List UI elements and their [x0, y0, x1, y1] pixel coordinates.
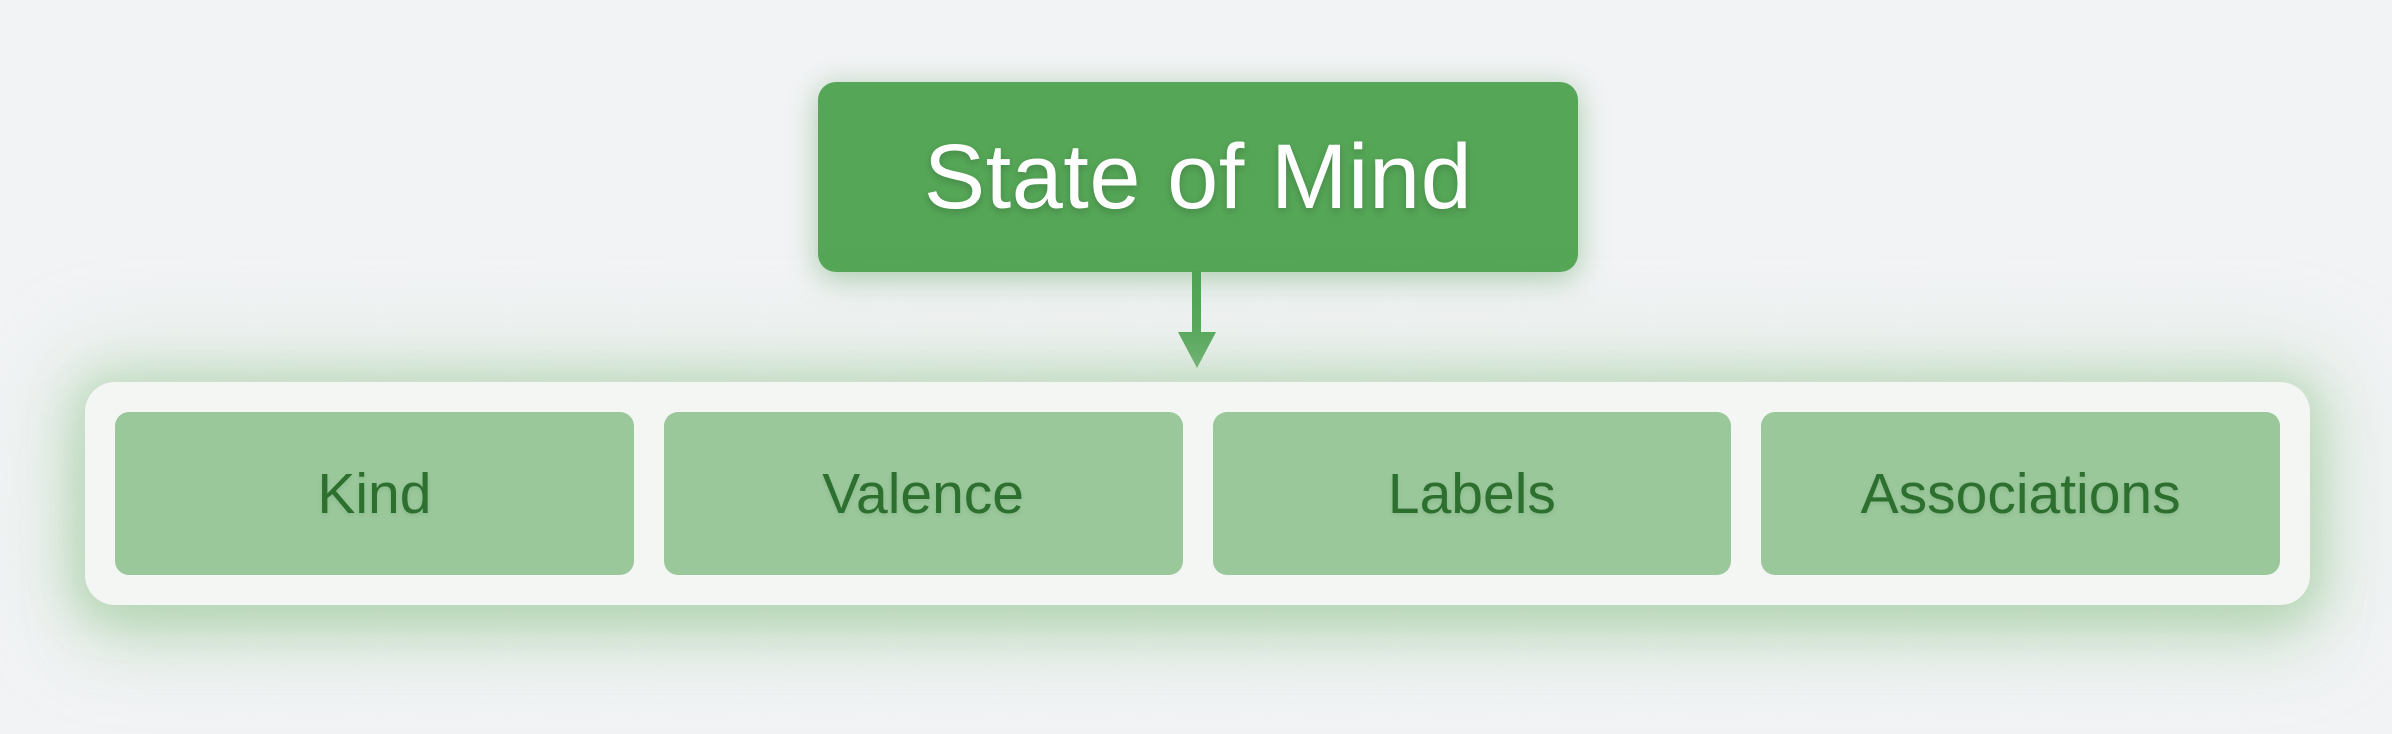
arrow-head-icon — [1178, 332, 1216, 368]
arrow-down-connector — [1178, 270, 1216, 368]
child-node-associations: Associations — [1761, 412, 2280, 575]
root-node-label: State of Mind — [923, 125, 1473, 228]
child-node-kind-label: Kind — [317, 461, 432, 526]
root-node-state-of-mind: State of Mind — [818, 82, 1578, 272]
child-node-labels-label: Labels — [1387, 461, 1556, 526]
child-node-associations-label: Associations — [1860, 461, 2181, 526]
child-node-valence-label: Valence — [822, 461, 1024, 526]
children-group-container: Kind Valence Labels Associations — [85, 382, 2310, 605]
child-node-labels: Labels — [1212, 412, 1732, 575]
child-node-valence: Valence — [663, 412, 1183, 575]
arrow-shaft — [1192, 270, 1201, 336]
child-node-kind: Kind — [115, 412, 634, 575]
